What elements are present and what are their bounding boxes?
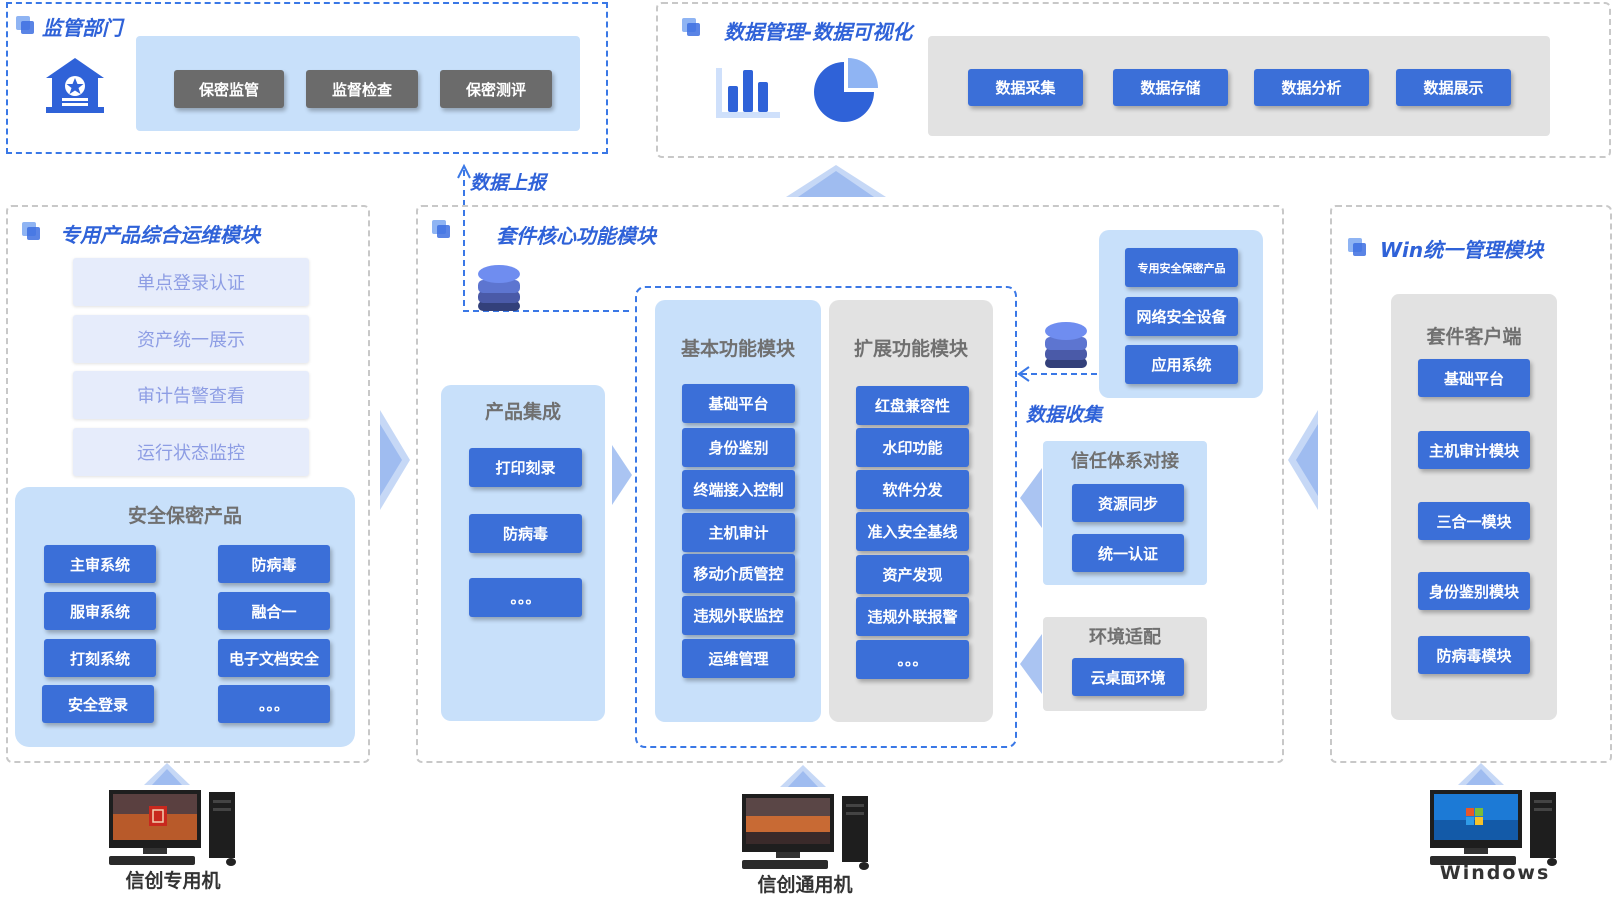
security-product-4[interactable]: 融合一: [218, 592, 330, 630]
data-store-button[interactable]: 数据存储: [1113, 69, 1228, 106]
collect-path: [1017, 366, 1099, 382]
security-products-title: 安全保密产品: [127, 505, 242, 527]
section-square-icon: [22, 222, 40, 240]
security-product-2[interactable]: 防病毒: [218, 545, 330, 583]
pie-chart-icon: [814, 58, 878, 122]
up-chevron-icon: [144, 763, 190, 785]
data-collect-label: 数据收集: [1026, 404, 1103, 426]
windows-computer-icon: [1430, 790, 1557, 866]
security-product-1[interactable]: 主审系统: [44, 545, 156, 583]
section-square-icon: [16, 16, 34, 34]
client-title: 套件客户端: [1426, 326, 1522, 348]
report-path: [457, 163, 630, 312]
audit-alarm-item[interactable]: 审计告警查看: [73, 371, 309, 419]
ops-module-section: [6, 205, 370, 763]
bar-chart-icon: [716, 68, 780, 118]
extended-module-title: 扩展功能模块: [853, 338, 968, 360]
client-item-5[interactable]: 防病毒模块: [1418, 636, 1530, 674]
windows-computer-label: Windows: [1439, 862, 1551, 884]
core-module-section: [416, 205, 1284, 763]
data-analysis-button[interactable]: 数据分析: [1254, 69, 1369, 106]
status-monitor-item[interactable]: 运行状态监控: [73, 428, 309, 476]
basic-item-5[interactable]: 移动介质管控: [682, 554, 795, 593]
core-module-title: 套件核心功能模块: [496, 224, 656, 248]
extended-item-6[interactable]: 违规外联报警: [856, 597, 969, 636]
dedicated-computer-label: 信创专用机: [125, 870, 221, 892]
sso-item[interactable]: 单点登录认证: [73, 258, 309, 306]
extended-item-2[interactable]: 水印功能: [856, 428, 969, 467]
right-chevron-icon: [380, 410, 410, 510]
data-management-section: [656, 2, 1611, 158]
win-module-title: Win统一管理模块: [1380, 238, 1544, 262]
basic-item-1[interactable]: 基础平台: [682, 384, 795, 423]
supervision-button-3[interactable]: 保密测评: [440, 70, 552, 108]
source-network-device[interactable]: 网络安全设备: [1125, 297, 1238, 336]
section-square-icon: [682, 18, 700, 36]
security-product-more[interactable]: 。。。: [218, 685, 330, 723]
extended-item-more[interactable]: 。。。: [856, 640, 969, 679]
client-item-1[interactable]: 基础平台: [1418, 359, 1530, 397]
ops-module-title: 专用产品综合运维模块: [60, 223, 260, 247]
dedicated-computer-icon: [109, 790, 236, 866]
data-display-button[interactable]: 数据展示: [1396, 69, 1511, 106]
function-modules-frame: [635, 286, 1017, 748]
database-icon: [1045, 322, 1087, 368]
right-chevron-icon: [612, 445, 632, 505]
basic-module-title: 基本功能模块: [680, 338, 795, 360]
env-adapt-title: 环境适配: [1089, 627, 1161, 648]
client-item-4[interactable]: 身份鉴别模块: [1418, 572, 1530, 610]
security-product-7[interactable]: 安全登录: [42, 685, 154, 723]
security-product-5[interactable]: 打刻系统: [44, 639, 156, 677]
source-application[interactable]: 应用系统: [1125, 345, 1238, 384]
product-integration-title: 产品集成: [484, 401, 561, 423]
resource-sync-button[interactable]: 资源同步: [1072, 484, 1184, 522]
asset-display-item[interactable]: 资产统一展示: [73, 315, 309, 363]
print-burn-button[interactable]: 打印刻录: [469, 448, 582, 487]
extended-item-1[interactable]: 红盘兼容性: [856, 386, 969, 425]
left-chevron-icon: [1288, 410, 1318, 510]
data-collect-button[interactable]: 数据采集: [968, 69, 1083, 106]
police-station-icon: [46, 58, 104, 113]
extended-item-5[interactable]: 资产发现: [856, 555, 969, 594]
database-icon: [478, 265, 520, 311]
section-square-icon: [432, 220, 450, 238]
extended-item-3[interactable]: 软件分发: [856, 470, 969, 509]
up-chevron-icon: [786, 165, 886, 197]
basic-item-3[interactable]: 终端接入控制: [682, 470, 795, 509]
data-report-label: 数据上报: [470, 172, 547, 194]
up-chevron-icon: [1458, 763, 1504, 785]
up-chevron-icon: [780, 765, 826, 787]
security-product-6[interactable]: 电子文档安全: [218, 639, 330, 677]
source-security-product[interactable]: 专用安全保密产品: [1125, 248, 1238, 287]
left-chevron-icon: [1020, 468, 1042, 528]
supervision-button-2[interactable]: 监督检查: [306, 70, 418, 108]
extended-item-4[interactable]: 准入安全基线: [856, 512, 969, 551]
cloud-desktop-button[interactable]: 云桌面环境: [1072, 658, 1184, 696]
client-item-2[interactable]: 主机审计模块: [1418, 431, 1530, 469]
antivirus-button[interactable]: 防病毒: [469, 514, 582, 553]
general-computer-icon: [742, 794, 869, 870]
data-management-title: 数据管理-数据可视化: [724, 20, 913, 44]
basic-item-4[interactable]: 主机审计: [682, 513, 795, 552]
trust-system-title: 信任体系对接: [1071, 451, 1179, 472]
unified-auth-button[interactable]: 统一认证: [1072, 534, 1184, 572]
left-chevron-icon: [1020, 634, 1042, 694]
basic-item-2[interactable]: 身份鉴别: [682, 428, 795, 467]
general-computer-label: 信创通用机: [757, 874, 853, 896]
product-integration-panel: 产品集成: [441, 385, 605, 721]
basic-item-7[interactable]: 运维管理: [682, 639, 795, 678]
supervision-title: 监管部门: [42, 16, 122, 40]
section-square-icon: [1348, 238, 1366, 256]
integration-more-button[interactable]: 。。。: [469, 578, 582, 617]
supervision-section: [6, 2, 608, 154]
client-item-3[interactable]: 三合一模块: [1418, 502, 1530, 540]
basic-item-6[interactable]: 违规外联监控: [682, 596, 795, 635]
win-module-section: [1330, 205, 1612, 763]
security-product-3[interactable]: 服审系统: [44, 592, 156, 630]
supervision-button-1[interactable]: 保密监管: [174, 70, 284, 108]
